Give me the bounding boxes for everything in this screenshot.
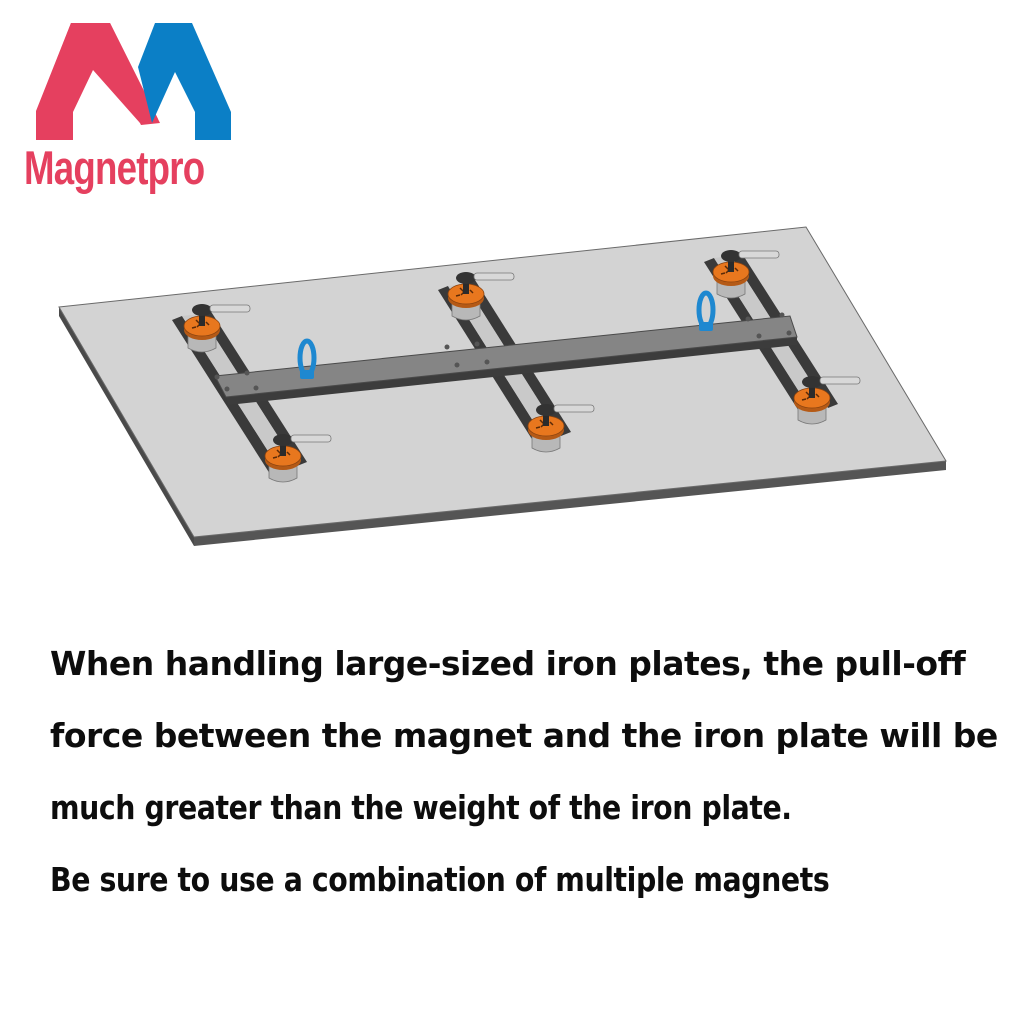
lifting-magnet bbox=[793, 376, 861, 425]
brand-name: Magnetpro bbox=[24, 141, 205, 194]
caption-line: much greater than the weight of the iron… bbox=[50, 788, 792, 827]
lifting-magnet bbox=[527, 404, 595, 453]
logo-mark-icon bbox=[36, 23, 231, 140]
caption-line: force between the magnet and the iron pl… bbox=[50, 716, 998, 755]
lifting-magnet bbox=[447, 272, 515, 321]
caption-text: When handling large-sized iron plates, t… bbox=[50, 628, 1010, 916]
brand-logo: Magnetpro bbox=[20, 15, 260, 205]
spreader-beam bbox=[214, 312, 798, 405]
eye-bolte-right-icon bbox=[696, 290, 716, 331]
product-illustration bbox=[0, 200, 1024, 580]
eye-bolt-left-icon bbox=[297, 338, 317, 379]
plate-lifting-diagram bbox=[58, 226, 947, 546]
caption-line: When handling large-sized iron plates, t… bbox=[50, 644, 966, 683]
lifting-magnet bbox=[264, 434, 332, 483]
lifting-magnet bbox=[712, 250, 780, 299]
caption-line: Be sure to use a combination of multiple… bbox=[50, 860, 830, 899]
logo-blue-arch bbox=[138, 23, 231, 140]
plate-front-edge bbox=[194, 461, 946, 546]
plate-left-edge bbox=[59, 307, 194, 546]
lifting-magnet bbox=[183, 304, 251, 353]
